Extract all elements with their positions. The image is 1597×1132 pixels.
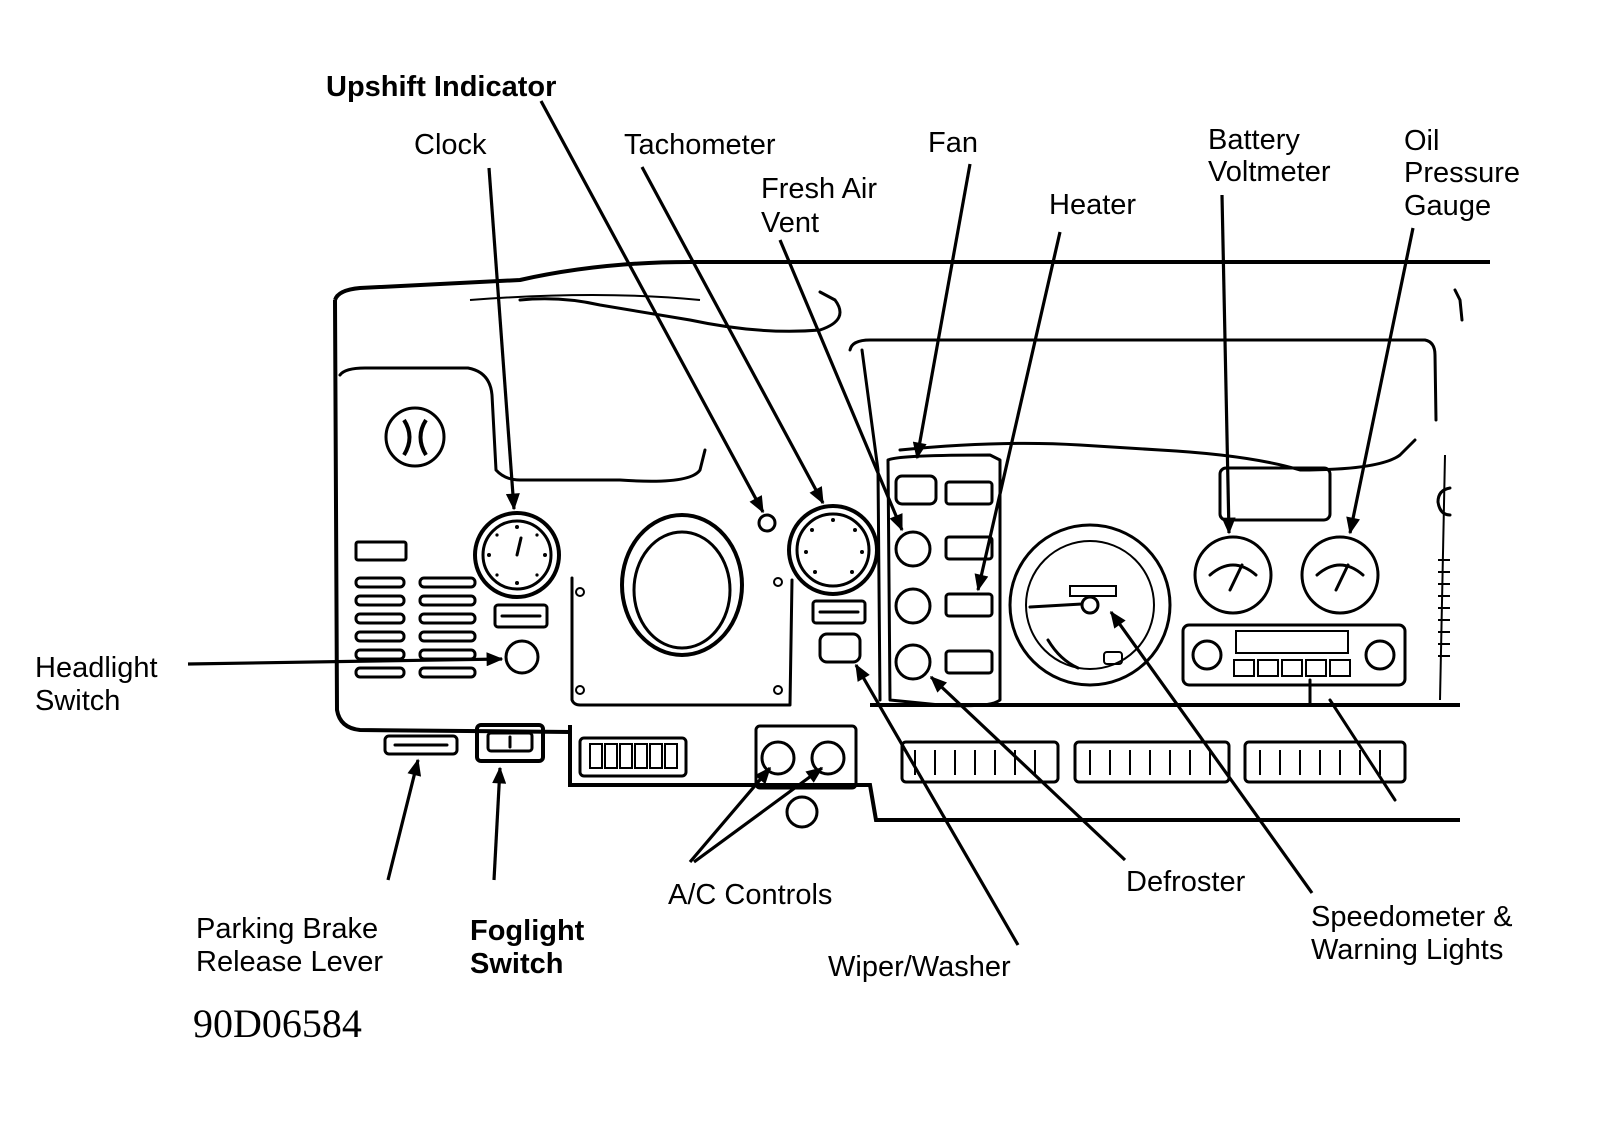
label-fan: Fan — [928, 127, 978, 159]
leader-foglight — [492, 766, 507, 881]
dashboard-artwork — [333, 260, 1490, 829]
label-heater: Heater — [1049, 189, 1136, 221]
leader-ac-right — [693, 766, 824, 864]
leader-clock — [487, 167, 520, 511]
label-foglight-switch-line1: Foglight — [470, 915, 585, 947]
leader-ac-left — [688, 766, 772, 864]
leader-headlight — [187, 652, 504, 667]
label-ac-controls: A/C Controls — [668, 879, 832, 911]
figure-id: 90D06584 — [193, 1001, 362, 1046]
leader-oil-pressure — [1346, 227, 1415, 535]
label-battery-voltmeter-line1: Battery — [1208, 124, 1300, 156]
label-headlight-switch-line1: Headlight — [35, 652, 158, 684]
leader-wiper — [854, 663, 1020, 946]
label-headlight-switch-line2: Switch — [35, 685, 120, 717]
leader-speedometer — [1109, 610, 1314, 894]
label-fresh-air-vent-line1: Fresh Air — [761, 173, 877, 205]
label-oil-pressure-line3: Gauge — [1404, 190, 1491, 222]
label-parking-brake-line2: Release Lever — [196, 946, 383, 978]
leader-parking-brake — [386, 758, 422, 881]
leader-voltmeter — [1220, 194, 1236, 535]
leader-upshift — [539, 100, 765, 514]
leader-fan — [912, 163, 972, 460]
label-foglight-switch-line2: Switch — [470, 948, 563, 980]
leader-tachometer — [640, 166, 825, 505]
label-oil-pressure-line2: Pressure — [1404, 157, 1520, 189]
label-fresh-air-vent-line2: Vent — [761, 207, 819, 239]
leader-defroster — [929, 675, 1127, 862]
label-battery-voltmeter-line2: Voltmeter — [1208, 156, 1331, 188]
label-speedometer-line2: Warning Lights — [1311, 934, 1503, 966]
label-upshift-indicator: Upshift Indicator — [326, 71, 556, 103]
leader-heater — [974, 231, 1062, 592]
label-oil-pressure-line1: Oil — [1404, 125, 1439, 157]
callout-labels: Upshift Indicator Clock Tachometer Fresh… — [35, 71, 1520, 1046]
label-clock: Clock — [414, 129, 487, 161]
label-tachometer: Tachometer — [624, 129, 776, 161]
label-parking-brake-line1: Parking Brake — [196, 913, 378, 945]
label-wiper-washer: Wiper/Washer — [828, 951, 1011, 983]
leader-lines — [187, 100, 1415, 946]
leader-fresh-air — [778, 239, 904, 532]
label-defroster: Defroster — [1126, 866, 1246, 898]
label-speedometer-line1: Speedometer & — [1311, 901, 1513, 933]
